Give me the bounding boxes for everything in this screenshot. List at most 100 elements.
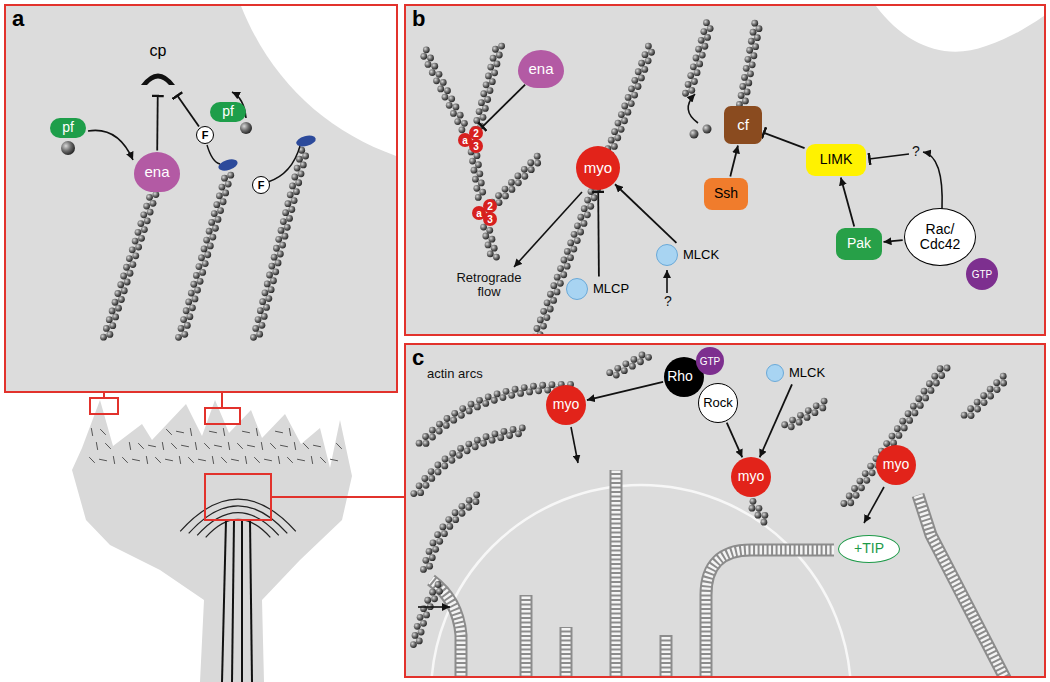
actin-monomer bbox=[473, 117, 480, 124]
actin-monomer bbox=[252, 325, 259, 332]
actin-monomer bbox=[132, 252, 139, 259]
lamellipodium-actin bbox=[264, 459, 272, 461]
gtpase-ellipse: Rac/ Cdc42 bbox=[904, 208, 976, 266]
actin-monomer bbox=[485, 73, 492, 80]
actin-monomer bbox=[457, 112, 464, 119]
actin-monomer bbox=[423, 46, 430, 53]
actin-monomer bbox=[754, 34, 761, 41]
cytoplasm-ground bbox=[406, 345, 1044, 676]
actin-monomer bbox=[482, 105, 489, 112]
lamellipodium-actin bbox=[261, 442, 262, 450]
actin-monomer bbox=[967, 405, 974, 412]
formin-circle: F bbox=[196, 126, 214, 144]
node-label: cp bbox=[150, 42, 167, 60]
actin-monomer bbox=[492, 430, 499, 437]
actin-monomer bbox=[196, 263, 203, 270]
actin-monomer bbox=[813, 402, 820, 409]
actin-monomer bbox=[461, 120, 468, 127]
actin-monomer bbox=[621, 103, 628, 110]
actin-monomer bbox=[436, 428, 443, 435]
node-label: 3 bbox=[487, 214, 493, 225]
lamellipodium-actin bbox=[221, 457, 227, 463]
actin-monomer bbox=[648, 49, 655, 56]
actin-monomer bbox=[275, 236, 282, 243]
actin-monomer bbox=[530, 334, 537, 335]
actin-monomer bbox=[444, 87, 451, 94]
actin-monomer bbox=[275, 260, 282, 267]
actin-monomer bbox=[220, 198, 227, 205]
actin-monomer bbox=[465, 504, 472, 511]
lamellipodium-actin bbox=[195, 442, 196, 450]
actin-monomer bbox=[703, 125, 712, 134]
node-label: myo bbox=[553, 397, 579, 412]
actin-monomer bbox=[474, 152, 481, 159]
actin-monomer bbox=[103, 325, 110, 332]
actin-monomer bbox=[561, 257, 568, 264]
actin-monomer bbox=[587, 203, 594, 210]
activation-connector bbox=[587, 382, 663, 400]
kinase-box: LIMK bbox=[806, 144, 866, 176]
actin-monomer bbox=[432, 546, 439, 553]
cytoplasm-ground bbox=[6, 6, 396, 391]
actin-monomer bbox=[194, 287, 201, 294]
actin-monomer bbox=[446, 102, 453, 109]
actin-monomer bbox=[994, 386, 1001, 393]
microtubule-wall bbox=[610, 470, 623, 676]
actin-monomer bbox=[484, 96, 491, 103]
actin-monomer bbox=[211, 210, 218, 217]
node-label: myo bbox=[738, 469, 764, 484]
node-label: a bbox=[476, 208, 482, 219]
actin-monomer bbox=[240, 122, 252, 134]
actin-monomer bbox=[457, 445, 464, 452]
actin-monomer bbox=[857, 478, 864, 485]
actin-monomer bbox=[567, 254, 574, 261]
actin-monomer bbox=[217, 207, 224, 214]
microtubule-protofilaments bbox=[706, 550, 834, 676]
actin-monomer bbox=[429, 427, 436, 434]
microtubule-protofilaments bbox=[522, 595, 531, 676]
actin-monomer bbox=[637, 358, 644, 365]
process-note: Retrograde flow bbox=[446, 271, 532, 300]
actin-monomer bbox=[265, 295, 272, 302]
panel-box: acppfenapfFF bbox=[4, 4, 398, 393]
actin-monomer bbox=[423, 440, 430, 447]
actin-monomer bbox=[429, 69, 436, 76]
actin-monomer bbox=[744, 89, 751, 96]
node-label: MLCP bbox=[593, 282, 629, 296]
actin-monomer bbox=[926, 380, 933, 387]
actin-monomer bbox=[414, 623, 421, 630]
microtubule-protofilaments bbox=[431, 580, 461, 676]
actin-arc bbox=[180, 499, 296, 531]
actin-monomer bbox=[450, 417, 457, 424]
node-label: GTP bbox=[700, 356, 721, 367]
lamellipodium-actin bbox=[311, 456, 312, 464]
actin-arc bbox=[206, 519, 271, 537]
actin-monomer bbox=[286, 215, 293, 222]
actin-monomer bbox=[521, 166, 528, 173]
actin-monomer bbox=[475, 194, 482, 201]
actin-monomer bbox=[453, 104, 460, 111]
actin-monomer bbox=[645, 354, 652, 361]
zoom-box bbox=[205, 474, 271, 520]
activation-connector bbox=[883, 240, 902, 242]
inhibition-connector bbox=[597, 191, 600, 276]
node-label: cf bbox=[737, 117, 749, 134]
actin-monomer bbox=[480, 440, 487, 447]
actin-monomer bbox=[112, 314, 119, 321]
actin-monomer bbox=[271, 254, 278, 261]
actin-monomer bbox=[112, 299, 119, 306]
node-label: 2 bbox=[473, 128, 479, 139]
actin-monomer bbox=[440, 79, 447, 86]
actin-monomer bbox=[430, 539, 437, 546]
cell-overview bbox=[72, 393, 404, 682]
actin-monomer bbox=[571, 231, 578, 238]
lamellipodium-actin bbox=[242, 431, 250, 433]
actin-monomer bbox=[591, 194, 598, 201]
actin-monomer bbox=[584, 197, 591, 204]
lamellipodium-actin bbox=[245, 456, 246, 464]
actin-monomer bbox=[933, 380, 940, 387]
actin-monomer bbox=[206, 228, 213, 235]
actin-monomer bbox=[490, 55, 497, 62]
actin-monomer bbox=[213, 201, 220, 208]
actin-monomer bbox=[921, 388, 928, 395]
